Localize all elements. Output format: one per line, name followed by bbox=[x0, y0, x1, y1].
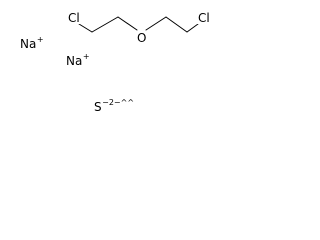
bond-c4-cl bbox=[186, 23, 199, 33]
sodium-ion-2: Na+ bbox=[66, 52, 90, 69]
bond-c1-c2 bbox=[91, 16, 119, 33]
sulfide-ion: S−2−^^ bbox=[94, 98, 135, 115]
sulfide-ion-charge: −2−^^ bbox=[102, 98, 135, 107]
bond-skeleton bbox=[78, 16, 199, 33]
sulfide-ion-symbol: S bbox=[94, 100, 102, 114]
bond-o-c3 bbox=[145, 16, 167, 31]
sodium-ion-1-charge: + bbox=[36, 35, 44, 44]
bond-c2-o bbox=[117, 16, 138, 31]
atom-chlorine-left: Cl bbox=[67, 11, 81, 25]
sodium-ion-1-symbol: Na bbox=[20, 37, 37, 51]
sodium-ion-2-symbol: Na bbox=[66, 54, 83, 68]
bond-c3-c4 bbox=[165, 16, 188, 33]
chemical-structure-diagram: Cl O Cl Na+ Na+ S−2−^^ bbox=[0, 0, 235, 129]
sodium-ion-2-charge: + bbox=[82, 52, 90, 61]
atom-chlorine-right: Cl bbox=[197, 11, 211, 25]
sodium-ion-1: Na+ bbox=[20, 35, 44, 52]
bond-cl-c1 bbox=[78, 23, 93, 33]
atom-oxygen: O bbox=[136, 31, 148, 45]
